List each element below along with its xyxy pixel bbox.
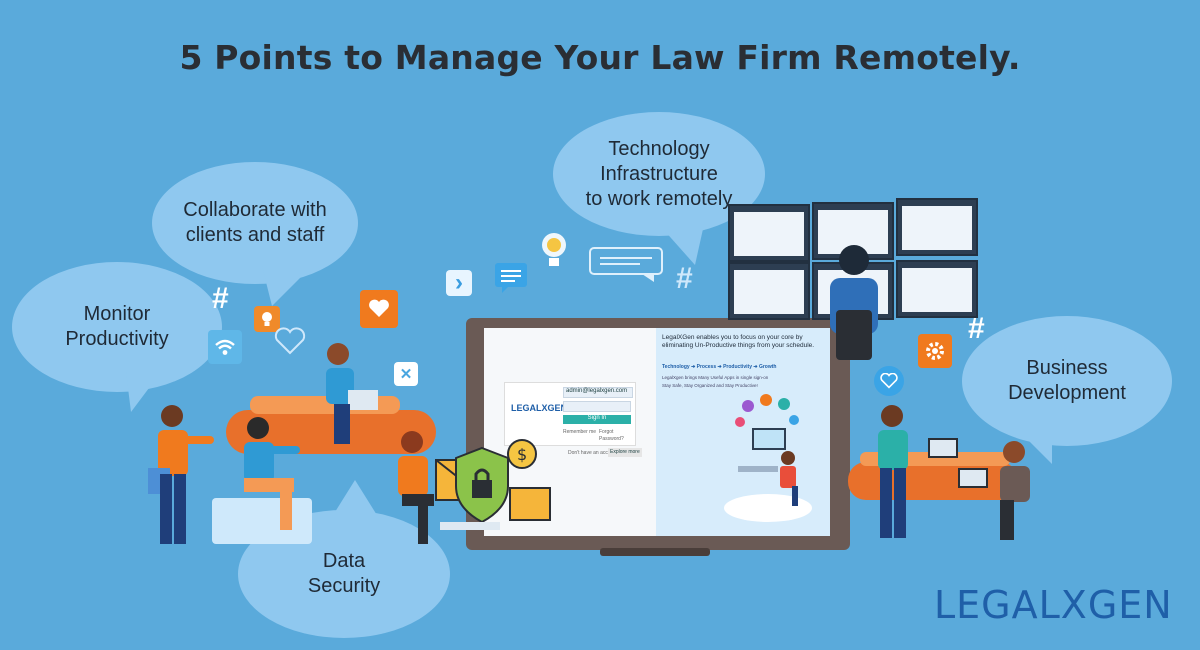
wifi-icon	[208, 330, 242, 364]
bubble-monitor: Monitor Productivity	[12, 262, 222, 392]
page-title: 5 Points to Manage Your Law Firm Remotel…	[179, 38, 1021, 77]
person-monitor-standing	[144, 404, 214, 555]
bubble-collaborate-text: Collaborate with clients and staff	[183, 199, 327, 246]
close-glyph: ✕	[399, 366, 413, 383]
promo-panel: LegalXGen enables you to focus on your c…	[656, 328, 830, 536]
password-field[interactable]	[563, 401, 631, 412]
bubble-collaborate: Collaborate with clients and staff	[152, 162, 358, 284]
login-logo: LEGALXGEN	[511, 403, 568, 413]
bubble-monitor-text: Monitor Productivity	[65, 303, 169, 350]
wall-panel-1	[728, 204, 810, 262]
login-box: LEGALXGEN admin@legalxgen.com Sign In Re…	[504, 382, 636, 446]
laptop-right-1	[928, 438, 958, 458]
bubble-security-tail	[330, 480, 380, 520]
bubble-technology: Technology Infrastructure to work remote…	[553, 112, 765, 236]
hash-icon-3: #	[968, 312, 985, 345]
person-business-2	[970, 438, 1040, 553]
security-illustration: $	[432, 438, 556, 547]
bubble-business: Business Development	[962, 316, 1172, 446]
promo-illustration	[718, 388, 818, 533]
logo-left: LEGAL	[934, 583, 1061, 627]
heart-icon	[360, 290, 398, 328]
svg-text:$: $	[517, 445, 527, 464]
bubble-technology-text: Technology Infrastructure to work remote…	[585, 137, 733, 210]
explore-button[interactable]: Explore more	[608, 448, 642, 457]
heart-circle-icon	[874, 366, 904, 396]
hash-icon: #	[212, 282, 229, 315]
forgot-password-link[interactable]: Forgot Password?	[599, 429, 624, 442]
login-panel: LEGALXGEN admin@legalxgen.com Sign In Re…	[484, 328, 656, 536]
person-desk-laptop	[388, 430, 458, 555]
promo-sub1: LegalXgen brings Many Useful Apps in sin…	[662, 375, 769, 380]
lightbulb-icon	[254, 306, 280, 332]
remember-me-checkbox[interactable]: Remember me	[563, 429, 597, 435]
chat-outline-icon	[588, 246, 664, 287]
arrow-right-icon: ›	[446, 269, 472, 296]
heart-outline-icon	[272, 326, 308, 361]
lightbulb-outline-icon	[538, 230, 570, 279]
logo-right: GEN	[1087, 583, 1173, 627]
bubble-collaborate-tail	[262, 266, 312, 306]
person-collaborate-seated	[228, 416, 308, 541]
person-business-1	[864, 402, 924, 551]
chat-message-icon	[494, 262, 528, 299]
wall-panel-4	[728, 262, 810, 320]
legalxgen-logo: LEGALXGEN	[934, 583, 1173, 627]
no-account-text: Don't have an account yet?	[568, 450, 629, 456]
promo-tagline: Technology ➔ Process ➔ Productivity ➔ Gr…	[662, 364, 777, 370]
desk-right	[848, 462, 1018, 500]
bubble-business-text: Business Development	[1008, 357, 1126, 404]
person-laptop-bench	[314, 340, 384, 455]
arrow-glyph: ›	[455, 269, 463, 296]
hash-icon-2: #	[676, 262, 693, 295]
logo-x: X	[1060, 583, 1088, 627]
wall-panel-3	[896, 198, 978, 256]
close-icon: ✕	[394, 362, 418, 386]
wall-panel-6	[896, 260, 978, 318]
person-monitor-wall	[810, 240, 900, 375]
bubble-technology-tail	[655, 220, 705, 265]
promo-sub2: Stay Safe, Stay Organized and Stay Produ…	[662, 383, 758, 388]
bubble-monitor-tail	[126, 372, 161, 412]
laptop-right-2	[958, 468, 988, 488]
promo-headline: LegalXGen enables you to focus on your c…	[662, 334, 815, 349]
gear-icon	[918, 334, 952, 368]
monitor-stand	[600, 548, 710, 556]
email-field[interactable]: admin@legalxgen.com	[563, 387, 633, 398]
sign-in-button[interactable]: Sign In	[563, 415, 631, 424]
bubble-security-text: Data Security	[307, 550, 381, 597]
bench-left-base	[212, 498, 312, 544]
monitor-screen: LEGALXGEN admin@legalxgen.com Sign In Re…	[484, 328, 830, 536]
